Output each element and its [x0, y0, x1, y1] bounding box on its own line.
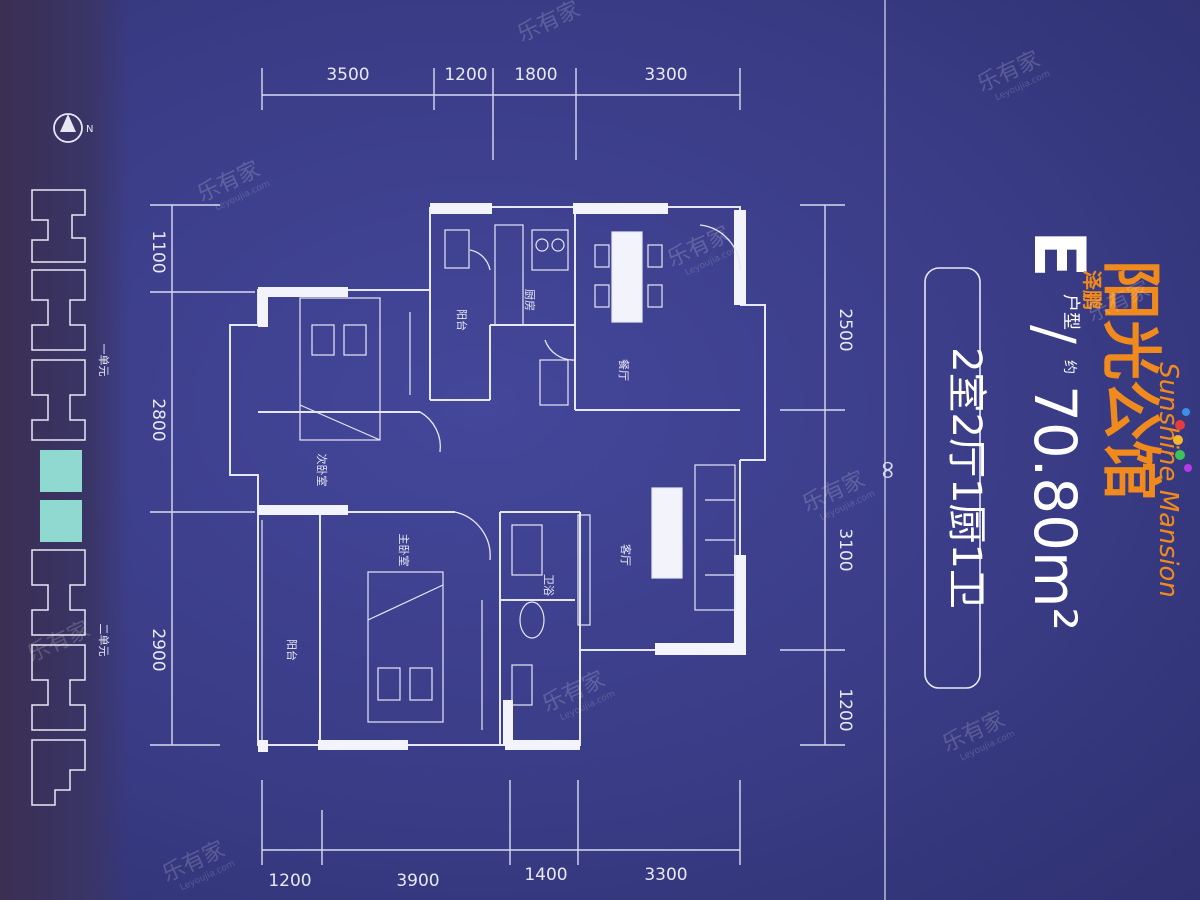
title-block: E 户型 / 约 70.80m²	[1018, 230, 1100, 631]
dim-bottom-1: 1200	[268, 871, 311, 891]
dim-bottom-4: 3300	[644, 865, 687, 885]
ornament-icon: ∞	[873, 459, 903, 481]
dimension-top	[261, 68, 741, 160]
dim-bottom-3: 1400	[524, 865, 567, 885]
room-master-bedroom: 主卧室	[397, 534, 411, 567]
site-unit1-label: 一单元	[97, 344, 110, 377]
unit-letter: E	[1018, 230, 1100, 278]
dim-bottom-2: 3900	[396, 871, 439, 891]
dim-top-3: 1800	[514, 65, 557, 85]
room-balcony-top: 阳台	[455, 309, 469, 331]
room-second-bedroom: 次卧室	[315, 454, 329, 487]
room-dining: 餐厅	[617, 359, 631, 381]
room-bathroom: 卫浴	[542, 574, 555, 596]
unit-slash: /	[1021, 325, 1086, 344]
dimension-bottom	[261, 780, 741, 865]
dim-right-2: 3100	[835, 528, 855, 571]
layout-badge	[924, 267, 981, 689]
brand-prefix: 泽鹏	[1080, 270, 1104, 310]
dimension-left	[150, 204, 255, 746]
unit-area: 70.80m²	[1021, 385, 1089, 631]
dim-top-4: 3300	[644, 65, 687, 85]
site-plan	[31, 189, 86, 806]
sun-logo-icon	[1173, 408, 1192, 472]
layout-text: 2室2厅1厨1卫	[943, 347, 989, 609]
north-label: N	[86, 124, 93, 135]
doors	[419, 224, 741, 561]
dim-left-3: 2900	[148, 628, 168, 671]
dim-top-1: 3500	[326, 65, 369, 85]
dimension-right	[780, 204, 845, 746]
site-plan-highlight	[40, 450, 82, 542]
dim-right-3: 1200	[835, 688, 855, 731]
room-kitchen: 厨房	[523, 289, 536, 311]
brand-cn-name: 阳光公馆	[1095, 260, 1165, 500]
svg-text:乐有家: 乐有家	[514, 0, 584, 47]
dim-left-2: 2800	[148, 398, 168, 441]
room-balcony-bottom: 阳台	[285, 639, 299, 661]
furniture	[261, 224, 736, 740]
dim-right-1: 2500	[835, 308, 855, 351]
north-compass-icon	[53, 113, 83, 143]
svg-text:乐有家: 乐有家	[24, 617, 94, 668]
thick-walls	[258, 203, 746, 752]
dim-left-1: 1100	[148, 230, 168, 273]
brand-en-name: Sunshine Mansion	[1153, 362, 1183, 597]
room-living: 客厅	[619, 544, 633, 566]
unit-approx-label: 约	[1061, 360, 1077, 374]
unit-type-label: 户型	[1060, 294, 1081, 330]
site-unit2-label: 二单元	[97, 624, 110, 657]
dim-top-2: 1200	[444, 65, 487, 85]
